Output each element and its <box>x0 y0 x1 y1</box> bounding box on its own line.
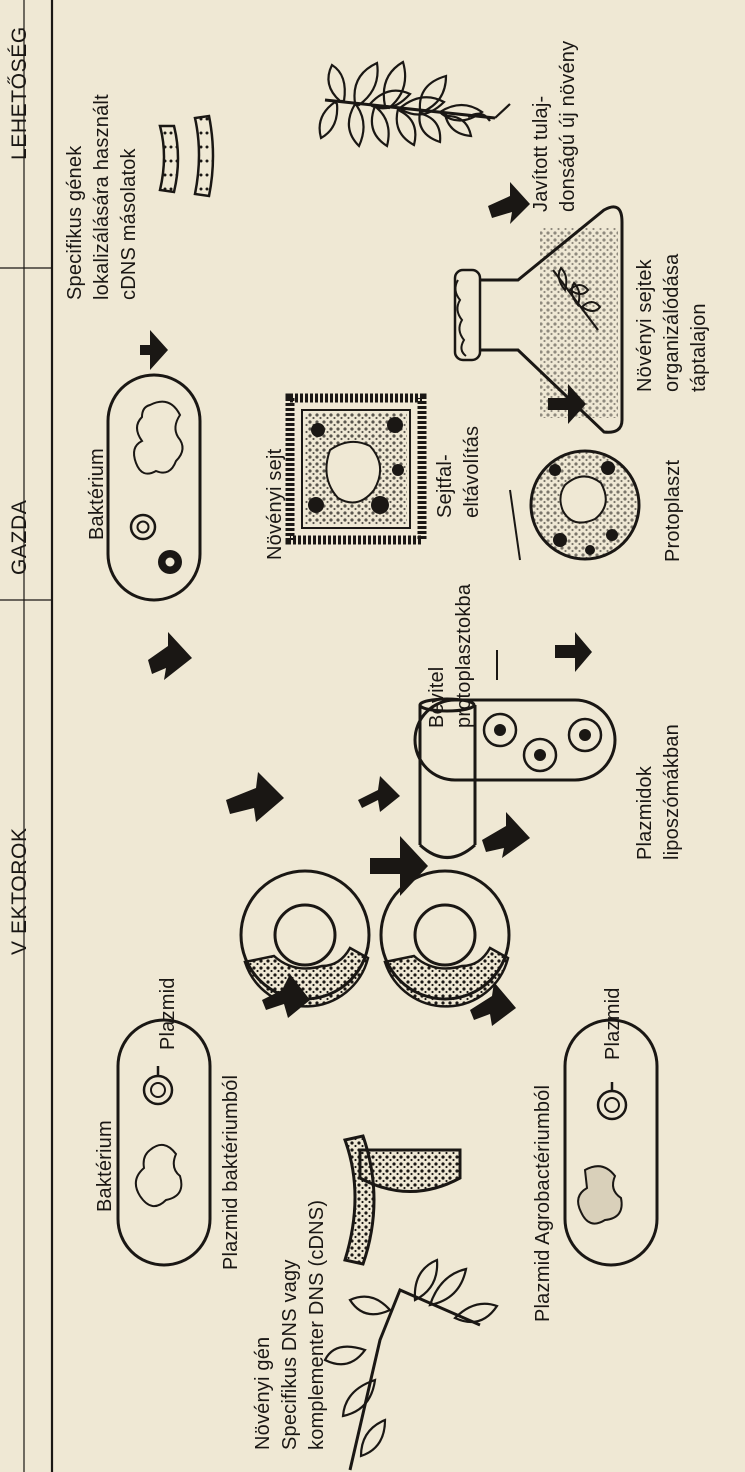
label-dna-source: Növényi gén Specifikus DNS vagy kompleme… <box>250 1200 331 1450</box>
source-plant-drawing <box>325 1260 497 1470</box>
label-intro-protoplasts: Bevitel protoplasztokba <box>424 584 478 728</box>
improved-plant-drawing <box>320 62 510 146</box>
flow-arrows <box>140 182 592 1026</box>
label-plant-cells-organizing: Növényi sejtek organizálódása táptalajon <box>632 254 713 392</box>
label-cdna-copies: Specifikus gének lokalizálására használt… <box>62 94 143 300</box>
label-plazmid-top: Plazmid <box>155 977 182 1050</box>
cdna-copies <box>160 116 213 196</box>
arrow-to-plant <box>488 182 530 224</box>
arrow-to-host-bacterium <box>148 632 192 680</box>
plant-cell <box>290 398 422 540</box>
header-vectors: V EKTOROK <box>6 827 33 955</box>
vector-bacterium <box>118 1020 210 1265</box>
recombinant-plasmid-top <box>241 871 369 1006</box>
label-plazmid-from-agro: Plazmid Agrobactériumból <box>530 1085 557 1322</box>
host-bacterium <box>108 375 200 600</box>
header-possibility: LEHETŐSÉG <box>6 26 33 160</box>
culture-flask <box>455 207 622 432</box>
label-cell-wall-removal: Sejtfal- eltávolítás <box>432 426 486 518</box>
label-improved-plant: Javított tulaj- donságú új növény <box>528 41 582 212</box>
label-vector-bacterium: Baktérium <box>92 1120 119 1212</box>
protoplast-entry-line <box>510 490 520 560</box>
protoplast <box>531 451 639 559</box>
arrow-to-liposome <box>482 812 530 858</box>
label-host-bacterium: Baktérium <box>84 448 111 540</box>
arrow-to-cdna <box>140 330 168 370</box>
label-plazmid-from-bacteria: Plazmid baktériumból <box>218 1075 245 1270</box>
dna-fragment <box>345 1136 460 1264</box>
label-protoplast: Protoplaszt <box>660 460 687 562</box>
label-plazmid-bottom: Plazmid <box>600 987 627 1060</box>
arrow-dna-split <box>358 776 400 812</box>
header-host: GAZDA <box>6 500 33 575</box>
arrow-to-protoplast <box>555 632 592 672</box>
label-plasmids-liposomes: Plazmidok liposzómákban <box>632 724 686 860</box>
arrow-to-plant-cell <box>226 772 284 822</box>
label-plant-cell: Növényi sejt <box>262 449 289 560</box>
column-lines <box>0 0 52 1472</box>
